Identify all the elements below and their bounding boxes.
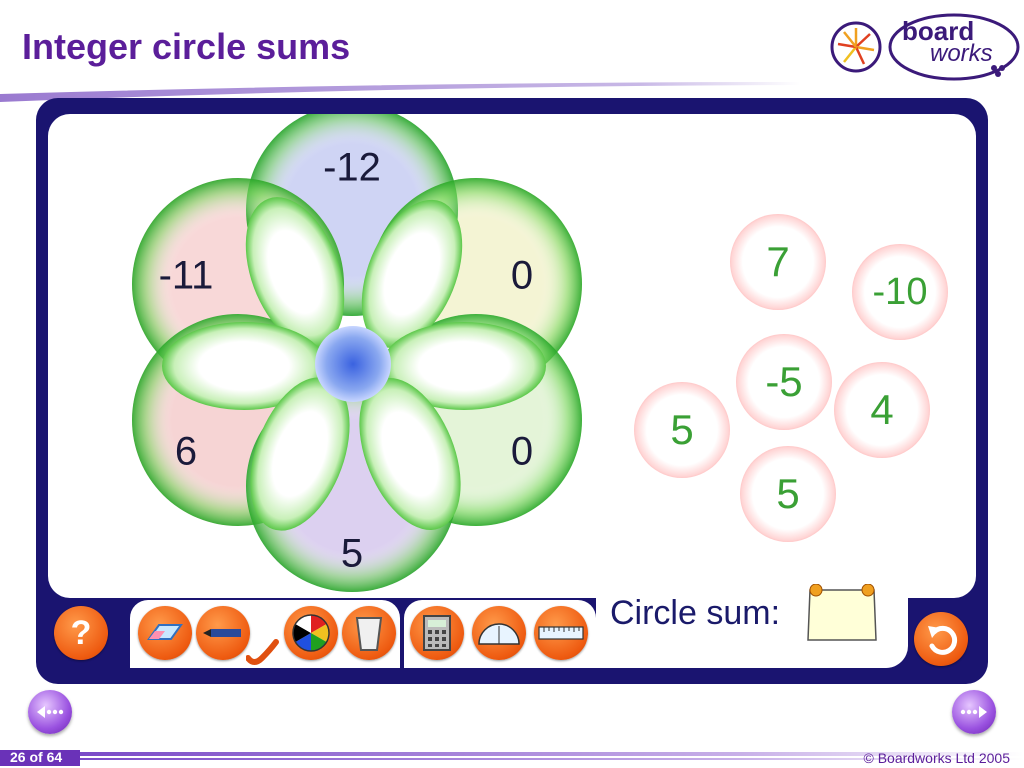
logo-text-works: works [930,40,993,67]
ruler-button[interactable] [534,606,588,660]
number-bubble[interactable]: 4 [834,362,930,458]
copyright-text: © Boardworks Ltd 2005 [863,750,1010,766]
prev-icon [37,706,64,718]
circle-value-top: -12 [323,145,381,190]
circle-value-lower-right: 0 [510,429,534,474]
pin-icon [809,584,823,597]
protractor-button[interactable] [472,606,526,660]
page-number: 26 of 64 [10,749,63,765]
petal-slot[interactable] [382,322,546,410]
number-bubble[interactable]: -10 [852,244,948,340]
number-bubble[interactable]: -5 [736,334,832,430]
protractor-icon [478,623,520,645]
next-slide-button[interactable] [952,690,996,734]
logo-text-board: board [902,16,975,46]
circle-value-upper-left: -11 [158,253,214,298]
help-button[interactable]: ? [54,606,108,660]
petal-slots [162,184,546,544]
bin-button[interactable] [342,606,396,660]
color-picker-button[interactable] [284,606,338,660]
footer-bar [0,750,1024,766]
help-icon: ? [70,613,92,652]
petal-slot[interactable] [231,364,368,544]
number-bubble[interactable]: 5 [740,446,836,542]
circle-sum-note[interactable] [802,584,882,642]
color-wheel-icon [292,614,330,652]
pen-button[interactable] [196,606,250,660]
reset-button[interactable] [914,612,968,666]
page-title: Integer circle sums [22,26,351,67]
pen-stroke-sample [246,639,279,665]
circle-value-upper-right: 0 [510,253,534,298]
next-icon [960,706,987,718]
ruler-icon [538,626,584,640]
petal-slot[interactable] [339,363,481,544]
boardworks-logo [830,13,1020,81]
reset-icon [928,625,958,655]
eraser-button[interactable] [138,606,192,660]
eraser-icon [147,624,183,640]
petal-slot[interactable] [162,322,326,410]
bin-icon [355,617,383,651]
number-bubble[interactable]: 5 [634,382,730,478]
circle-value-bottom: 5 [340,531,364,576]
petal-slot[interactable] [227,184,363,361]
pen-icon [203,629,241,637]
title-underline [0,82,800,102]
calculator-button[interactable] [410,606,464,660]
pin-icon [861,584,875,597]
number-bubble[interactable]: 7 [730,214,826,310]
circle-sum-label: Circle sum: [610,594,781,632]
petal-slot[interactable] [342,185,482,363]
center-slot[interactable] [315,326,391,402]
calculator-icon [423,615,451,651]
circle-value-lower-left: 6 [174,429,198,474]
circle-flower-diagram [132,114,582,592]
previous-slide-button[interactable] [28,690,72,734]
